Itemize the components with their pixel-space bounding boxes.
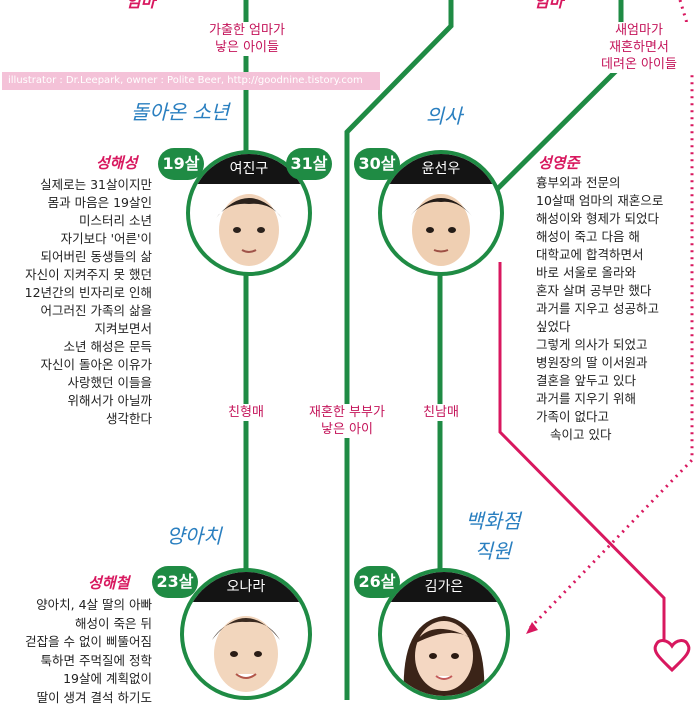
- label-runaway-mother: 가출한 엄마가 낳은 아이들: [196, 22, 298, 56]
- age-badge: 30살: [354, 148, 400, 180]
- credit-banner: illustrator : Dr.Leepark, owner : Polite…: [2, 72, 380, 90]
- real-name-youngjun: 성영준: [538, 154, 580, 172]
- category-doctor: 의사: [425, 104, 463, 128]
- category-returned-boy: 돌아온 소년: [130, 100, 230, 124]
- relation-label-siblings: 친형매: [218, 404, 274, 421]
- category-thug: 양아치: [166, 524, 222, 548]
- category-department-store: 백화점 직원: [465, 509, 521, 563]
- portrait-circle-youngjun: 윤선우: [378, 150, 504, 276]
- real-name-haecheol: 성해철: [88, 574, 130, 592]
- age-badge-left: 19살: [158, 148, 204, 180]
- top-right-partial-label: 엄마: [534, 0, 564, 11]
- arrow-head: [526, 622, 538, 634]
- age-badge-right: 31살: [286, 148, 332, 180]
- portrait-placeholder-icon: [216, 194, 282, 266]
- portrait-placeholder-icon: [410, 194, 472, 266]
- portrait-placeholder-icon: [212, 616, 280, 692]
- real-name-haesung: 성해성: [96, 154, 138, 172]
- age-badge: 26살: [354, 566, 400, 598]
- heart-icon: [653, 639, 691, 673]
- relation-label-remarried-child: 재혼한 부부가 낳은 아이: [296, 404, 398, 438]
- portrait-placeholder-icon: [403, 616, 485, 696]
- portrait-circle-gaeun: 김가은: [378, 568, 510, 700]
- line-pink-solid: [498, 262, 666, 640]
- label-stepmother: 새엄마가 재혼하면서 데려온 아이들: [582, 22, 696, 73]
- age-badge: 23살: [152, 566, 198, 598]
- relation-label-brother-sister: 친남매: [418, 404, 464, 421]
- top-left-partial-label: 엄마: [126, 0, 156, 11]
- portrait-circle-haecheol: 오나라: [180, 568, 312, 700]
